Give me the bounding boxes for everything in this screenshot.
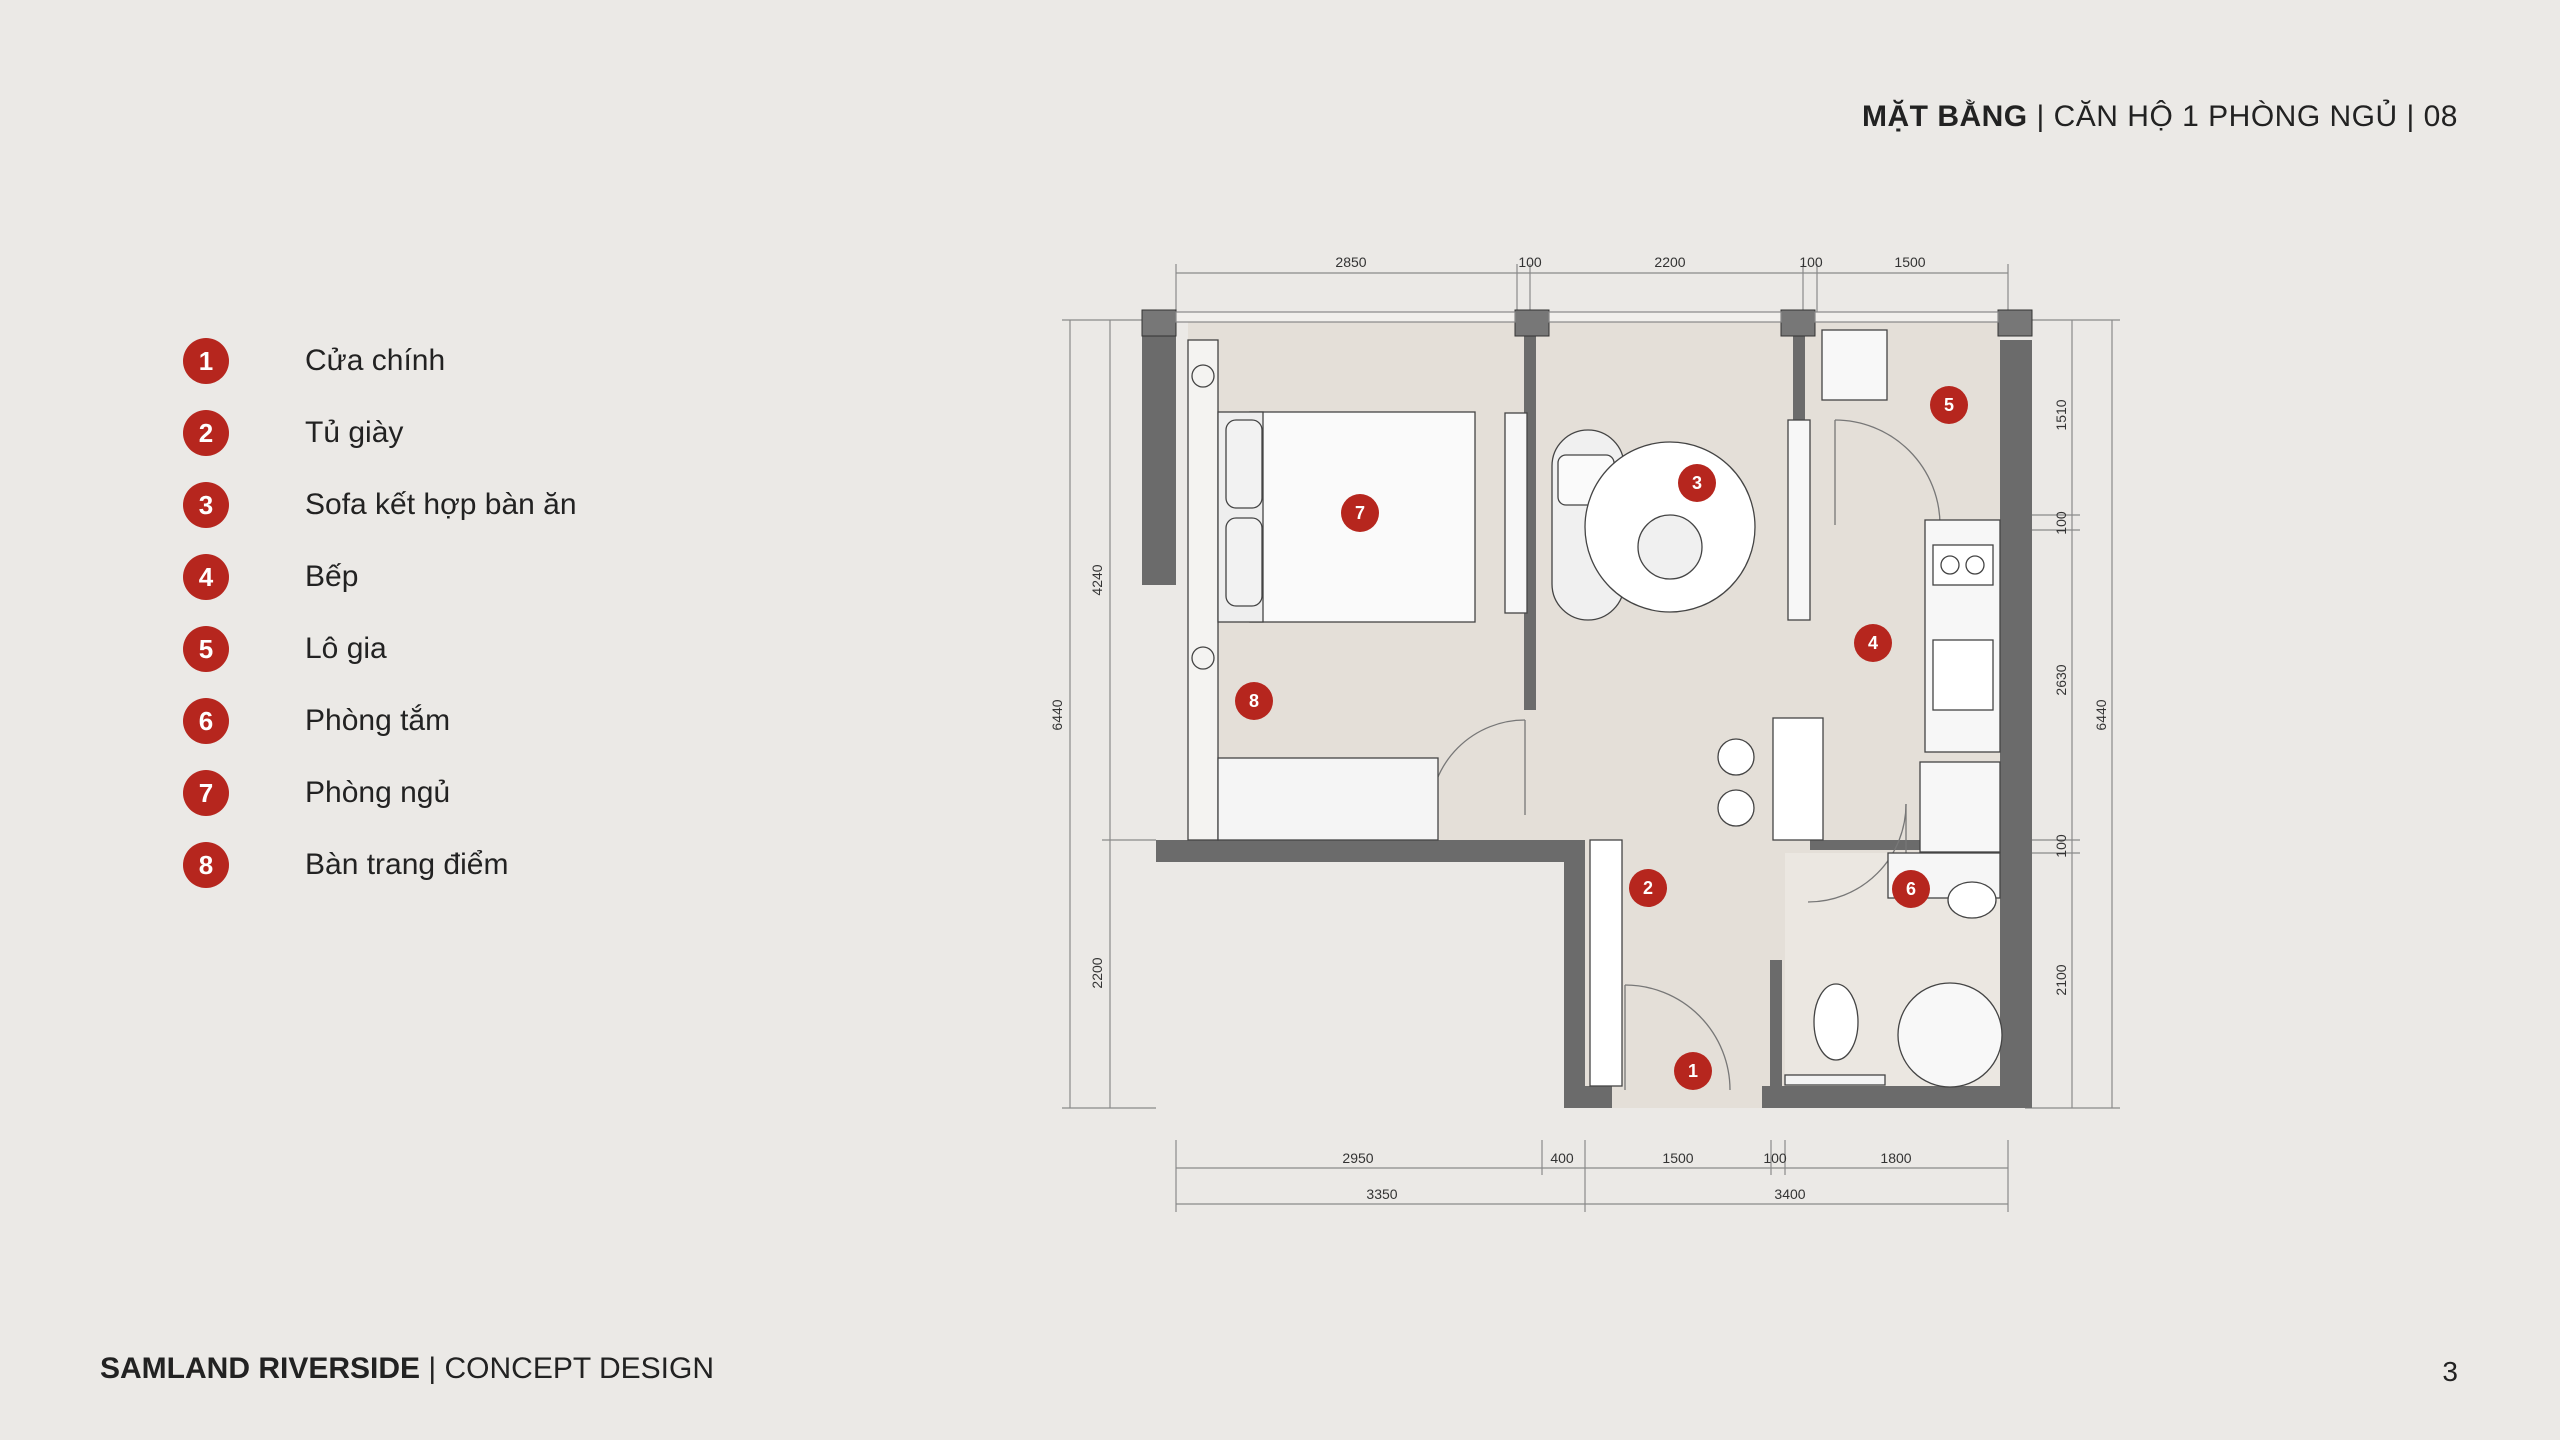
- dim-right-inner-0: 1510: [2053, 399, 2069, 430]
- room-marker-badge: [1930, 386, 1968, 424]
- room-marker-badge: [1678, 464, 1716, 502]
- columns: [1141, 309, 2033, 337]
- dim-top-3: 100: [1799, 254, 1823, 270]
- footer-brand: SAMLAND RIVERSIDE | CONCEPT DESIGN: [100, 1352, 714, 1386]
- dim-top-1: 100: [1518, 254, 1542, 270]
- legend-number-badge: 2: [183, 410, 229, 456]
- footer-brand-rest: | CONCEPT DESIGN: [420, 1352, 714, 1385]
- room-marker-text: 3: [1692, 473, 1702, 493]
- room-legend: 1 Cửa chính 2 Tủ giày 3 Sofa kết hợp bàn ăn…: [183, 325, 577, 901]
- dim-top-2: 2200: [1654, 254, 1685, 270]
- legend-label: Sofa kết hợp bàn ăn: [305, 488, 577, 521]
- furniture: [1187, 329, 2003, 1088]
- legend-number-badge: 4: [183, 554, 229, 600]
- room-markers: 1 2 3 4 5 6 7 8: [1235, 386, 1968, 1090]
- legend-label: Cửa chính: [305, 344, 446, 377]
- legend-item: 6 Phòng tắm: [183, 685, 577, 757]
- legend-label: Phòng tắm: [305, 704, 451, 737]
- dim-right-inner-4: 2100: [2053, 964, 2069, 995]
- dim-left-inner-0: 4240: [1089, 564, 1105, 595]
- page-title-bold: MẶT BẰNG: [1862, 100, 2028, 133]
- room-marker-badge: [1629, 869, 1667, 907]
- page-title-rest: | CĂN HỘ 1 PHÒNG NGỦ | 08: [2027, 100, 2458, 133]
- dim-left-inner-1: 2200: [1089, 957, 1105, 988]
- legend-number-badge: 8: [183, 842, 229, 888]
- legend-item: 4 Bếp: [183, 541, 577, 613]
- dim-right-inner-3: 100: [2053, 834, 2069, 858]
- room-marker-text: 8: [1249, 691, 1259, 711]
- dim-bottom-2: 1500: [1662, 1150, 1693, 1166]
- dim-top-0: 2850: [1335, 254, 1366, 270]
- room-marker-text: 5: [1944, 395, 1954, 415]
- dim-bottom-4: 1800: [1880, 1150, 1911, 1166]
- page-number: 3: [2442, 1356, 2458, 1387]
- legend-label: Bàn trang điểm: [305, 848, 509, 881]
- room-marker-text: 6: [1906, 879, 1916, 899]
- legend-item: 5 Lô gia: [183, 613, 577, 685]
- room-marker-badge: [1854, 624, 1892, 662]
- legend-label: Phòng ngủ: [305, 776, 451, 809]
- walls: [1142, 320, 2032, 1108]
- room-marker-text: 1: [1688, 1061, 1698, 1081]
- legend-item: 3 Sofa kết hợp bàn ăn: [183, 469, 577, 541]
- dimension-lines: [1062, 264, 2120, 1212]
- floor-plan: 2850 100 2200 100 1500 2950 400 1500 100…: [1040, 240, 2160, 1220]
- room-marker-badge: [1674, 1052, 1712, 1090]
- dim-bottom-total-0: 3350: [1366, 1186, 1397, 1202]
- legend-number-badge: 3: [183, 482, 229, 528]
- dim-right-inner-2: 2630: [2053, 664, 2069, 695]
- legend-label: Lô gia: [305, 632, 387, 665]
- room-marker-badge: [1892, 870, 1930, 908]
- legend-number-badge: 1: [183, 338, 229, 384]
- floor-plan-drawing: 2850 100 2200 100 1500 2950 400 1500 100…: [1049, 254, 2120, 1212]
- room-marker-text: 7: [1355, 503, 1365, 523]
- room-marker-badge: [1341, 494, 1379, 532]
- dimension-labels: 2850 100 2200 100 1500 2950 400 1500 100…: [1049, 254, 2109, 1202]
- legend-item: 8 Bàn trang điểm: [183, 829, 577, 901]
- dim-bottom-1: 400: [1550, 1150, 1574, 1166]
- legend-label: Tủ giày: [305, 416, 404, 449]
- room-marker-badge: [1235, 682, 1273, 720]
- legend-number-badge: 5: [183, 626, 229, 672]
- dim-top-4: 1500: [1894, 254, 1925, 270]
- dim-bottom-total-1: 3400: [1774, 1186, 1805, 1202]
- legend-item: 7 Phòng ngủ: [183, 757, 577, 829]
- legend-label: Bếp: [305, 560, 359, 593]
- dim-bottom-3: 100: [1763, 1150, 1787, 1166]
- doors: [1429, 419, 1941, 1091]
- footer-brand-bold: SAMLAND RIVERSIDE: [100, 1352, 421, 1385]
- windows: [1175, 311, 1999, 323]
- dim-left-outer: 6440: [1049, 699, 1065, 730]
- legend-item: 1 Cửa chính: [183, 325, 577, 397]
- page-title: MẶT BẰNG | CĂN HỘ 1 PHÒNG NGỦ | 08: [1862, 100, 2458, 134]
- legend-item: 2 Tủ giày: [183, 397, 577, 469]
- dim-right-outer: 6440: [2093, 699, 2109, 730]
- room-marker-text: 2: [1643, 878, 1653, 898]
- legend-number-badge: 6: [183, 698, 229, 744]
- legend-number-badge: 7: [183, 770, 229, 816]
- dim-bottom-0: 2950: [1342, 1150, 1373, 1166]
- dim-right-inner-1: 100: [2053, 511, 2069, 535]
- room-marker-text: 4: [1868, 633, 1878, 653]
